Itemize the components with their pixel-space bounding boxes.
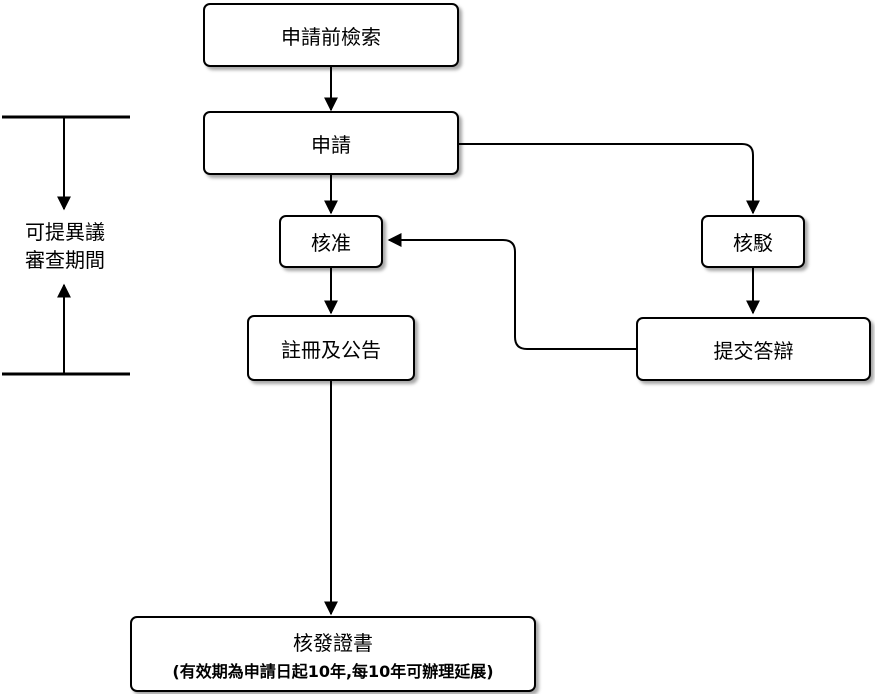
node-note: (有效期為申請日起10年,每10年可辦理延展) xyxy=(172,661,494,681)
node-submit-response: 提交答辯 xyxy=(636,317,871,381)
node-label: 核准 xyxy=(311,231,351,255)
opposition-period-line1: 可提異議 xyxy=(25,220,105,244)
node-label: 申請 xyxy=(311,132,351,157)
arrow-respond-to-approve xyxy=(387,233,637,350)
node-rejection: 核駁 xyxy=(701,215,805,268)
node-label: 申請前檢索 xyxy=(281,24,381,49)
node-approval: 核准 xyxy=(279,215,383,268)
node-label: 提交答辯 xyxy=(713,338,794,363)
node-registration-announcement: 註冊及公告 xyxy=(247,315,415,381)
node-label: 核駁 xyxy=(733,231,773,255)
node-pre-application-search: 申請前檢索 xyxy=(203,3,459,67)
node-application: 申請 xyxy=(203,111,459,175)
node-issue-certificate: 核發證書 (有效期為申請日起10年,每10年可辦理延展) xyxy=(130,616,536,692)
node-label: 核發證書 xyxy=(293,630,373,655)
opposition-period-label: 可提異議 審查期間 xyxy=(14,218,116,274)
opposition-period-line2: 審查期間 xyxy=(25,248,105,272)
arrow-apply-to-reject xyxy=(458,143,760,215)
node-label: 註冊及公告 xyxy=(281,337,381,362)
